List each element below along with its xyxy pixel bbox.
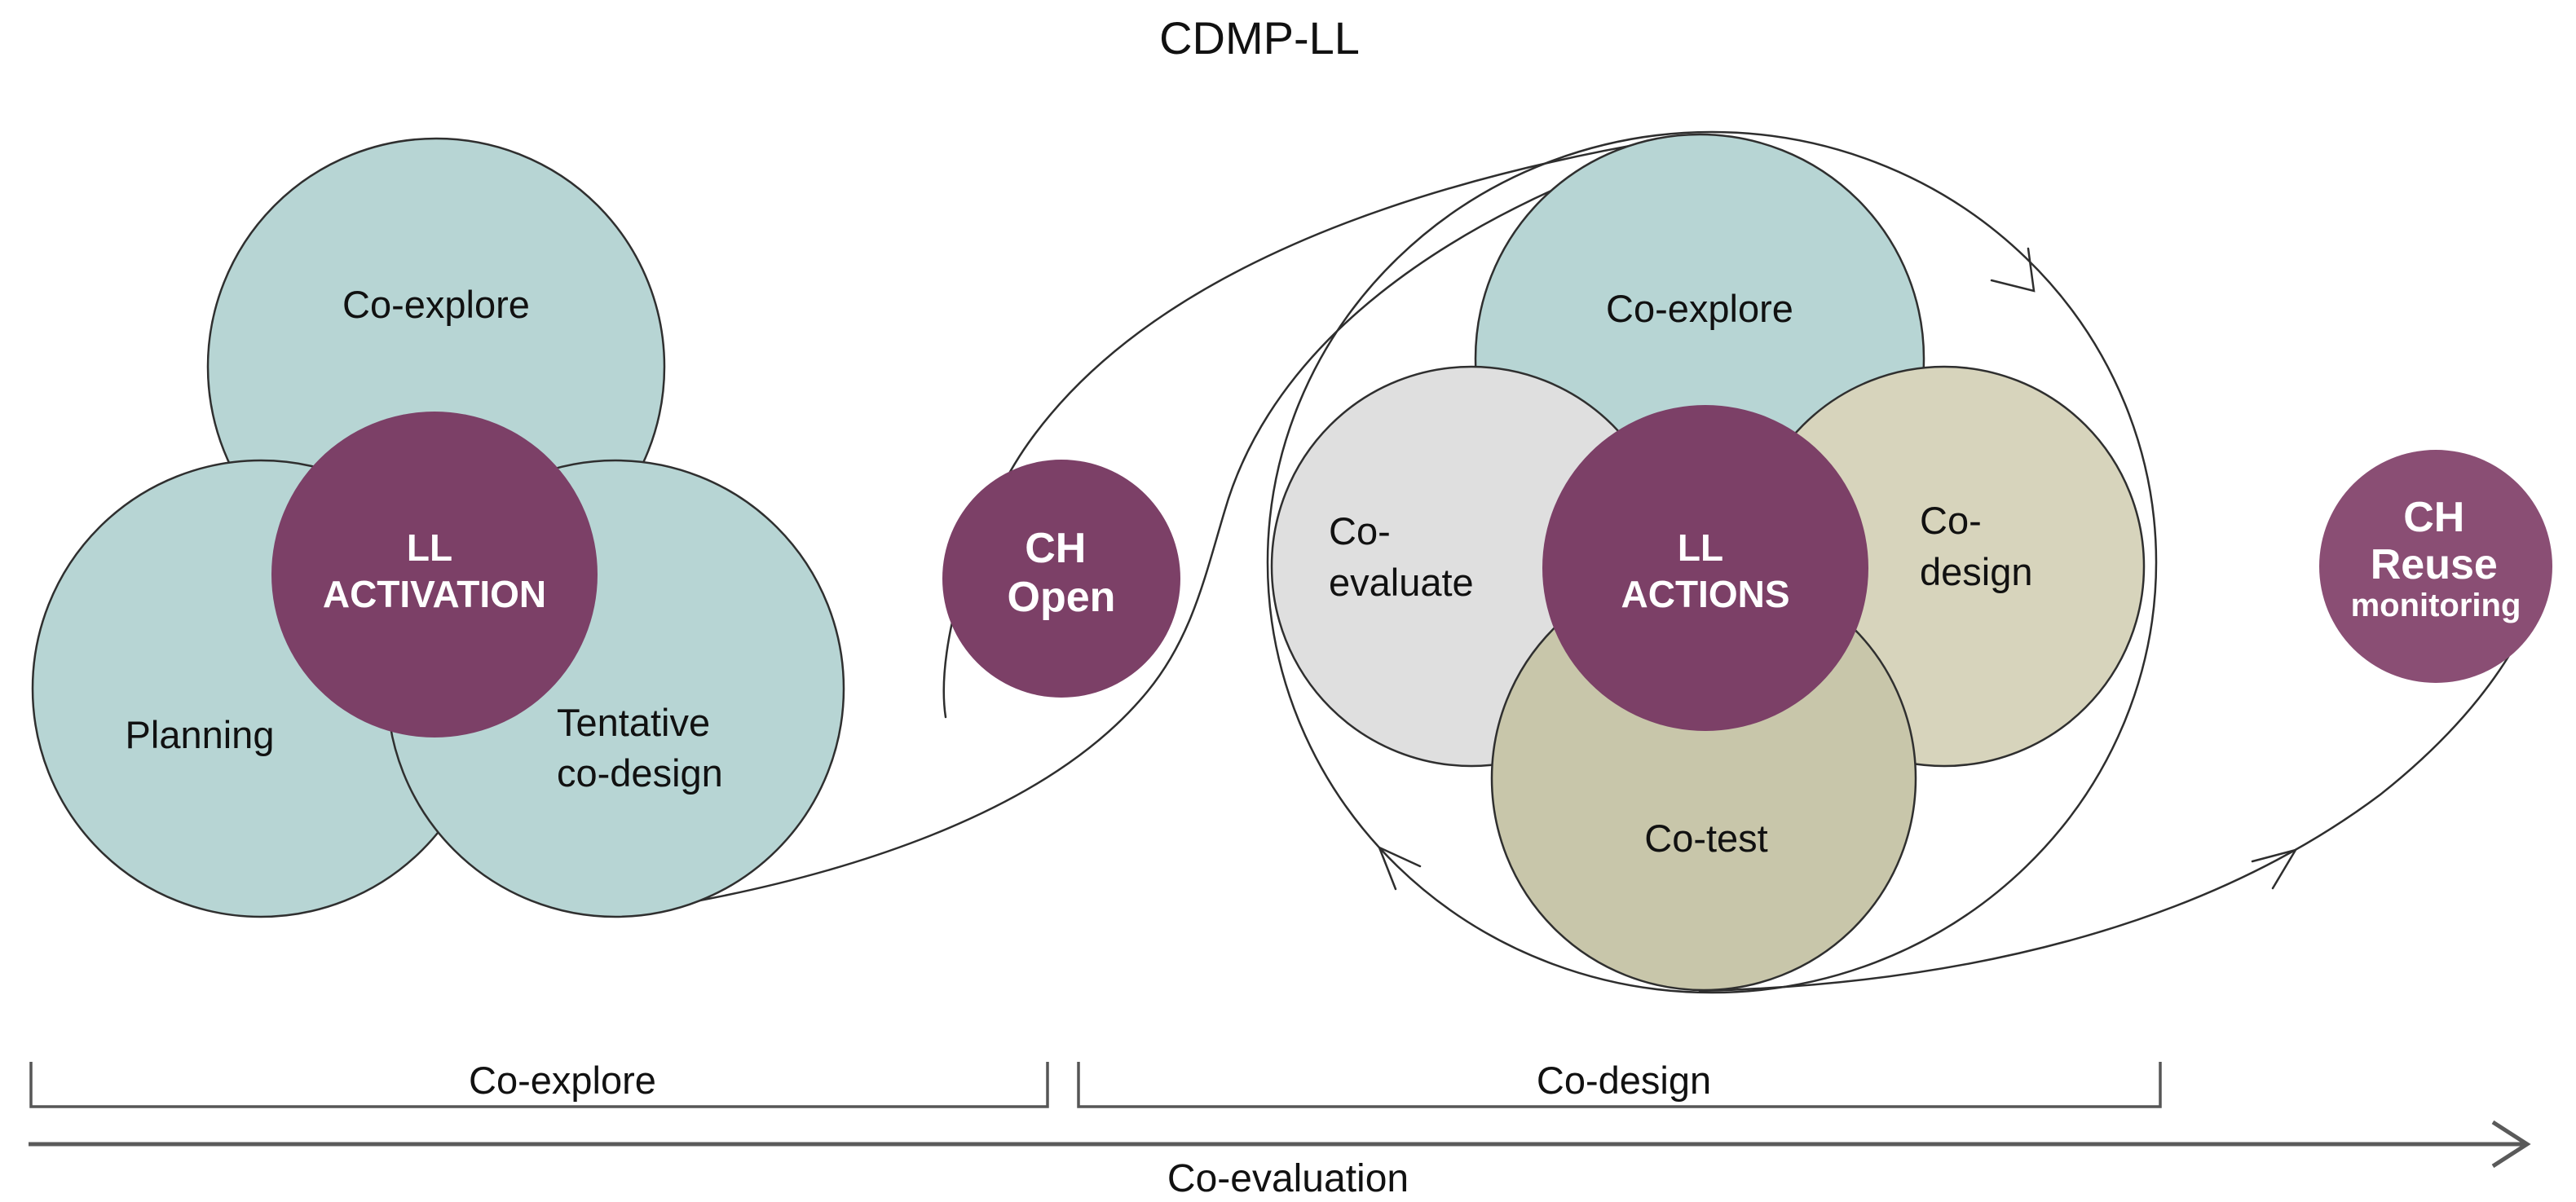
ch-reuse-label: CH Reuse monitoring — [2351, 494, 2521, 623]
phase1-label: Co-explore — [469, 1059, 656, 1102]
page-title: CDMP-LL — [1159, 12, 1360, 64]
phase1-bracket — [29, 1062, 1049, 1108]
co-evaluation-arrowhead-icon — [2491, 1120, 2531, 1169]
planning-label: Planning — [126, 713, 275, 756]
cycle-ellipse — [1266, 130, 2158, 994]
phase2-bracket — [1077, 1062, 2162, 1108]
ch-open-label: CH Open — [1008, 525, 1116, 621]
ll-actions-circle — [1542, 405, 1868, 731]
ch-reuse-milestone: CH Reuse monitoring — [2319, 450, 2552, 683]
ll-actions-label: LL ACTIONS — [1621, 526, 1790, 615]
tentative-co-design-label: Tentative co-design — [557, 701, 723, 795]
ll-activation-label: LL ACTIVATION — [323, 526, 546, 615]
left-cluster: Co-explore Planning Tentative co-design … — [31, 137, 845, 918]
timeline: Co-explore Co-design Co-evaluation — [29, 1059, 2531, 1200]
reuse-arrow-icon — [2251, 848, 2298, 890]
left-co-explore-label: Co-explore — [342, 283, 530, 326]
co-test-label: Co-test — [1644, 817, 1768, 860]
co-evaluation-label: Co-evaluation — [1167, 1157, 1409, 1200]
swoosh-lower-curve — [616, 137, 1689, 916]
cycle-arrow-top-icon — [1990, 247, 2036, 293]
phase2-label: Co-design — [1537, 1059, 1711, 1102]
ll-activation-circle — [271, 412, 598, 737]
right-co-explore-label: Co-explore — [1606, 287, 1793, 330]
co-design-label: Co- design — [1920, 499, 2033, 593]
ch-open-circle — [942, 460, 1180, 698]
ch-open-milestone: CH Open — [942, 460, 1180, 698]
ch-reuse-circle — [2319, 450, 2552, 683]
co-evaluate-label: Co- evaluate — [1329, 509, 1474, 604]
cycle-arrow-bottom-icon — [1377, 845, 1422, 891]
right-cluster: Co-explore Co- evaluate Co- design Co-te… — [1270, 133, 2146, 992]
